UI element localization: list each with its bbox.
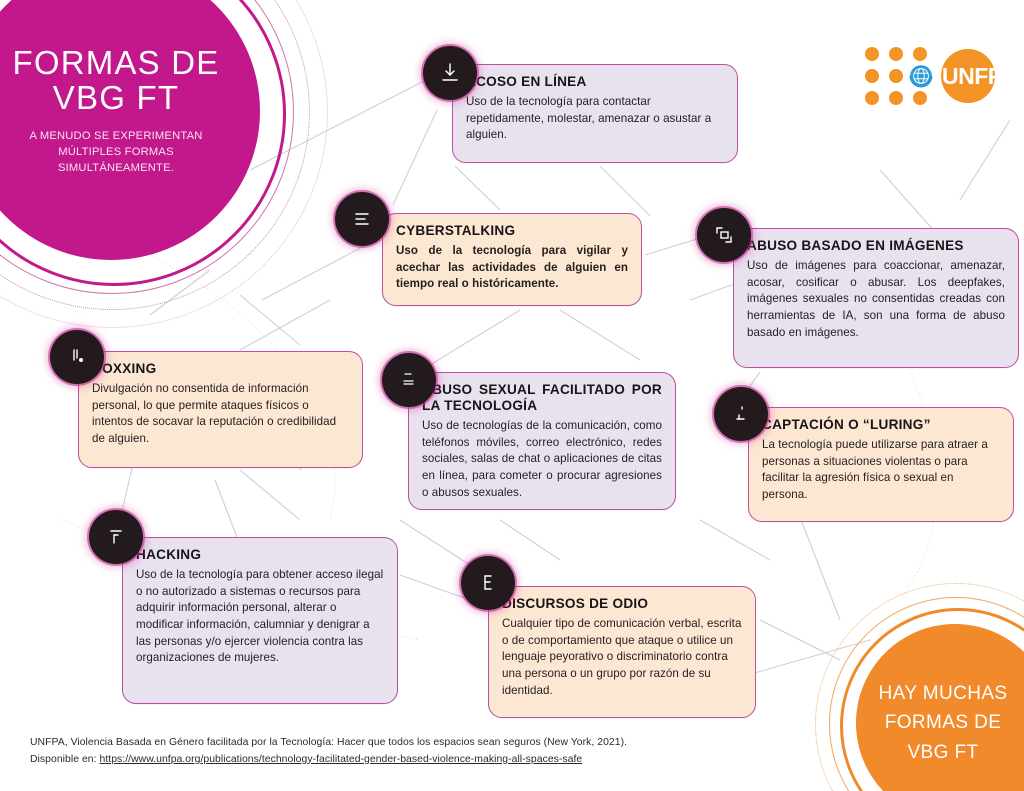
card-body: Uso de imágenes para coaccionar, amenaza… [747, 259, 1005, 339]
card-doxxing[interactable]: DOXXING Divulgación no consentida de inf… [78, 351, 363, 468]
mobile-phone-icon [382, 353, 436, 407]
card-hacking[interactable]: HACKING Uso de la tecnología para obtene… [122, 537, 398, 704]
callout-circle: HAY MUCHAS FORMAS DE VBG FT [856, 624, 1024, 791]
card-body: La tecnología puede utilizarse para atra… [762, 438, 988, 502]
card-title: CYBERSTALKING [396, 223, 516, 238]
card-title: CAPTACIÓN O “LURING” [762, 417, 931, 432]
callout-text: HAY MUCHAS FORMAS DE VBG FT [878, 682, 1008, 763]
hero-subtitle: A MENUDO SE EXPERIMENTAN MÚLTIPLES FORMA… [29, 130, 203, 175]
card-body: Uso de la tecnología para contactar repe… [466, 95, 712, 142]
card-title: DOXXING [92, 361, 157, 376]
card-title: ACOSO EN LÍNEA [466, 74, 587, 89]
citation-line: UNFPA, Violencia Basada en Género facili… [30, 737, 628, 748]
footer-citation: UNFPA, Violencia Basada en Género facili… [30, 735, 790, 769]
un-globe-icon [909, 64, 933, 88]
card-discursos-de-odio[interactable]: DISCURSOS DE ODIO Cualquier tipo de comu… [488, 586, 756, 718]
card-body: Uso de tecnologías de la comunicación, c… [422, 419, 662, 499]
card-abuso-basado-en-imagenes[interactable]: ABUSO BASADO EN IMÁGENES Uso de imágenes… [733, 228, 1019, 368]
hero-title-circle: FORMAS DE VBG FT A MENUDO SE EXPERIMENTA… [0, 0, 260, 260]
card-abuso-sexual-facilitado[interactable]: ABUSO SEXUAL FACILITADO POR LA TECNOLOGÍ… [408, 372, 676, 510]
card-body: Divulgación no consentida de información… [92, 382, 337, 446]
megaphone-icon [423, 46, 477, 100]
card-cyberstalking[interactable]: CYBERSTALKING Uso de la tecnología para … [382, 213, 642, 306]
binoculars-icon [335, 192, 389, 246]
unfpa-wordmark: UNFPA [942, 63, 1014, 89]
card-title: DISCURSOS DE ODIO [502, 596, 649, 611]
card-title: HACKING [136, 547, 202, 562]
padlock-icon [89, 510, 143, 564]
card-title: ABUSO SEXUAL FACILITADO POR LA TECNOLOGÍ… [422, 382, 662, 414]
unfpa-logo: UNFPA [865, 47, 1014, 105]
photo-frame-icon [697, 208, 751, 262]
card-body: Uso de la tecnología para vigilar y acec… [396, 244, 628, 291]
page-title: FORMAS DE VBG FT [12, 43, 220, 117]
card-body: Cualquier tipo de comunicación verbal, e… [502, 617, 742, 697]
speech-bubble-icon [461, 556, 515, 610]
card-captacion-luring[interactable]: CAPTACIÓN O “LURING” La tecnología puede… [748, 407, 1014, 522]
hook-icon [714, 387, 768, 441]
available-label: Disponible en: [30, 753, 100, 765]
publication-url[interactable]: https://www.unfpa.org/publications/techn… [99, 753, 583, 765]
id-card-icon [50, 330, 104, 384]
card-acoso-en-linea[interactable]: ACOSO EN LÍNEA Uso de la tecnología para… [452, 64, 738, 163]
card-body: Uso de la tecnología para obtener acceso… [136, 568, 384, 665]
card-title: ABUSO BASADO EN IMÁGENES [747, 238, 964, 253]
